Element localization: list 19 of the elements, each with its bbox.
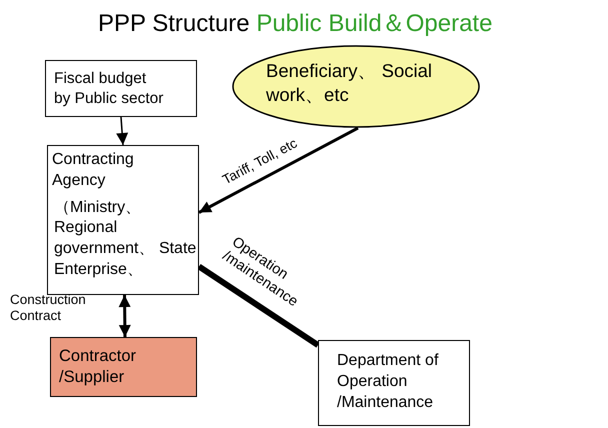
title: PPP Structure (98, 10, 250, 37)
node-text: Beneficiary、 Social work、etc (266, 59, 434, 108)
node-subtext: （Ministry、 Regional government、 State Enterprise、 (54, 198, 198, 280)
ellipse-node (232, 45, 480, 128)
process-box (47, 145, 199, 295)
arrow (198, 126, 359, 214)
node-text: Contractor /Supplier (59, 346, 138, 388)
process-box (318, 340, 470, 426)
node-text: Department of Operation /Maintenance (337, 351, 440, 413)
edge-label: Construction Contract (10, 292, 87, 324)
node-text: Contracting Agency (52, 150, 135, 191)
node-text: Fiscal budget by Public sector (54, 69, 164, 110)
subtitle: Public Build＆Operate (256, 10, 492, 37)
arrow (116, 116, 128, 146)
edge-label: Tariff, Toll, etc (220, 135, 300, 188)
connector-line (197, 264, 320, 348)
arrow (118, 294, 131, 338)
process-box (45, 60, 197, 117)
process-box (50, 337, 197, 397)
